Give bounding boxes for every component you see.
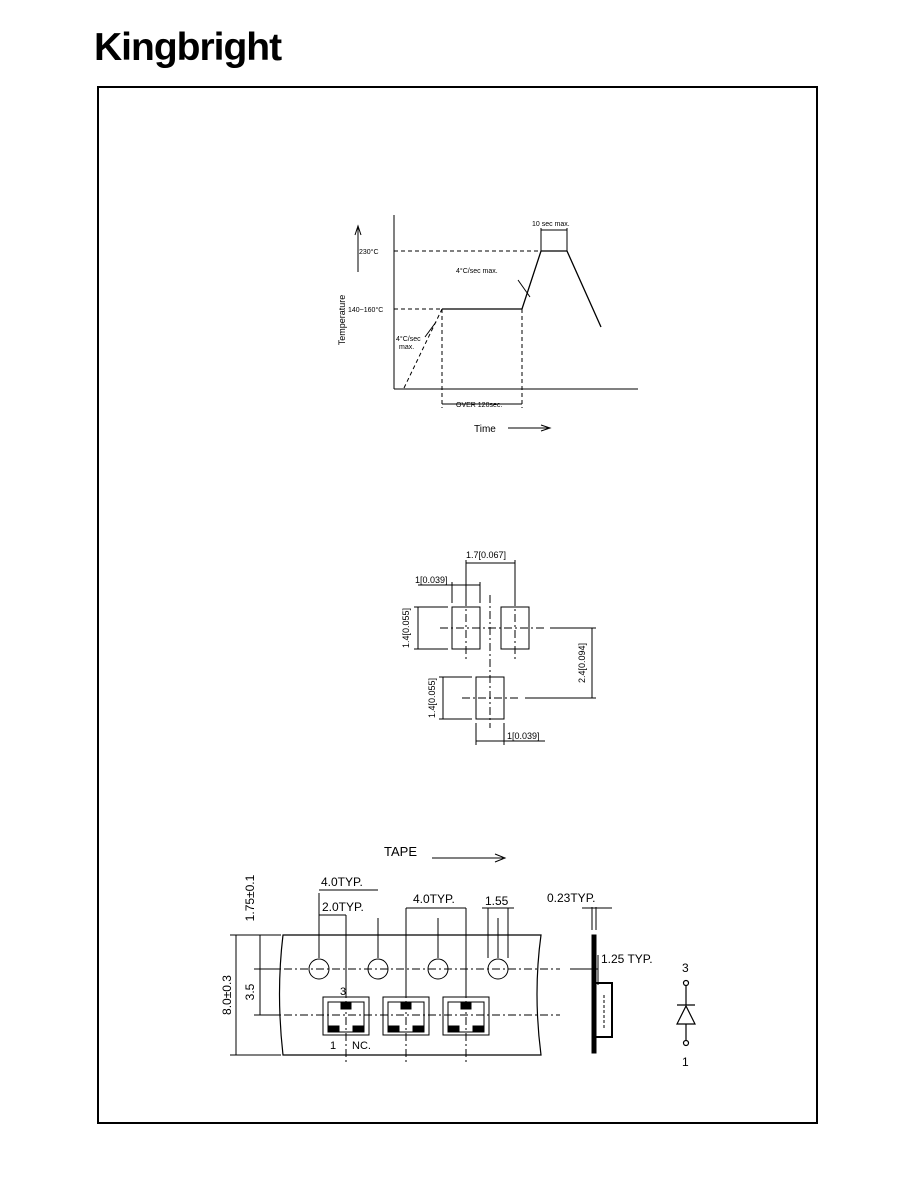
pad-height-left-label: 1.4[0.055] bbox=[401, 608, 411, 648]
half-pitch-label: 2.0TYP. bbox=[322, 900, 364, 914]
cathode-terminal bbox=[682, 1039, 690, 1047]
pocket-nc-label: NC. bbox=[352, 1040, 371, 1052]
preheat-temp-label: 140~160°C bbox=[348, 306, 383, 314]
part-2-lead-1 bbox=[388, 1025, 400, 1033]
kingbright-logo: Kingbright bbox=[94, 26, 282, 69]
profile-curve bbox=[442, 250, 602, 328]
sprocket-hole-4 bbox=[487, 958, 509, 980]
tape-width-label: 8.0±0.3 bbox=[220, 975, 234, 1015]
preheat-rate-label-1: 4°C/sec bbox=[396, 335, 421, 343]
pad-layout-drawing bbox=[414, 560, 596, 745]
preheat-rate-label-2: max. bbox=[399, 344, 414, 351]
y-axis-arrowhead bbox=[354, 224, 362, 236]
part-3-lead-nc bbox=[472, 1025, 484, 1033]
time-label: Time bbox=[474, 424, 496, 435]
pocket-pin-3-label: 3 bbox=[340, 986, 346, 998]
hole-pitch-label: 4.0TYP. bbox=[321, 875, 363, 889]
peak-temp-label: 230°C bbox=[359, 248, 379, 256]
pitch-label: 1.7[0.067] bbox=[466, 550, 506, 560]
hole-to-pocket-label: 3.5 bbox=[243, 983, 257, 1000]
preheat-rate-leader bbox=[424, 321, 437, 338]
pocket-depth-label: 1.25 TYP. bbox=[601, 952, 653, 966]
pocket-pin-1-label: 1 bbox=[330, 1040, 336, 1052]
cover-tape-section bbox=[591, 934, 597, 1054]
part-3-lead-1 bbox=[448, 1025, 460, 1033]
peak-time-label: 10 sec max. bbox=[532, 221, 570, 228]
hole-dia-label: 1.55 bbox=[485, 894, 509, 908]
edge-to-hole-label: 1.75±0.1 bbox=[243, 874, 257, 921]
row-spacing-label: 2.4[0.094] bbox=[577, 643, 587, 683]
part-1-lead-nc bbox=[352, 1025, 364, 1033]
preheat-time-label: OVER 120sec. bbox=[456, 402, 502, 409]
diode-pin-3-label: 3 bbox=[682, 961, 689, 975]
diode-pin-1-label: 1 bbox=[682, 1055, 689, 1069]
anode-terminal bbox=[682, 979, 690, 987]
sprocket-hole-3 bbox=[427, 958, 449, 980]
pad-height-bottom-label: 1.4[0.055] bbox=[427, 678, 437, 718]
pocket-pitch-label: 4.0TYP. bbox=[413, 892, 455, 906]
diode-symbol bbox=[676, 979, 696, 1047]
tape-outline bbox=[278, 934, 542, 1056]
page-frame bbox=[97, 86, 818, 1124]
rise-rate-leader bbox=[517, 279, 531, 298]
sprocket-hole-2 bbox=[367, 958, 389, 980]
rise-rate-label: 4°C/sec max. bbox=[456, 267, 498, 275]
tape-direction-arrowhead bbox=[494, 853, 507, 863]
temperature-label: Temperature bbox=[337, 295, 347, 346]
tape-direction-label: TAPE bbox=[384, 844, 417, 859]
time-arrowhead bbox=[540, 424, 552, 432]
pad-width-bottom-label: 1[0.039] bbox=[507, 731, 540, 741]
thickness-label: 0.23TYP. bbox=[547, 891, 595, 905]
part-2-lead-nc bbox=[412, 1025, 424, 1033]
part-1-lead-1 bbox=[328, 1025, 340, 1033]
pad-width-top-label: 1[0.039] bbox=[415, 575, 448, 585]
tape-side-section bbox=[570, 907, 613, 1054]
pocket-section bbox=[596, 982, 613, 1038]
diode-triangle bbox=[676, 1004, 696, 1025]
sprocket-hole-1 bbox=[308, 958, 330, 980]
tape-drawing bbox=[230, 853, 560, 1062]
solder-profile-graph bbox=[354, 215, 638, 432]
